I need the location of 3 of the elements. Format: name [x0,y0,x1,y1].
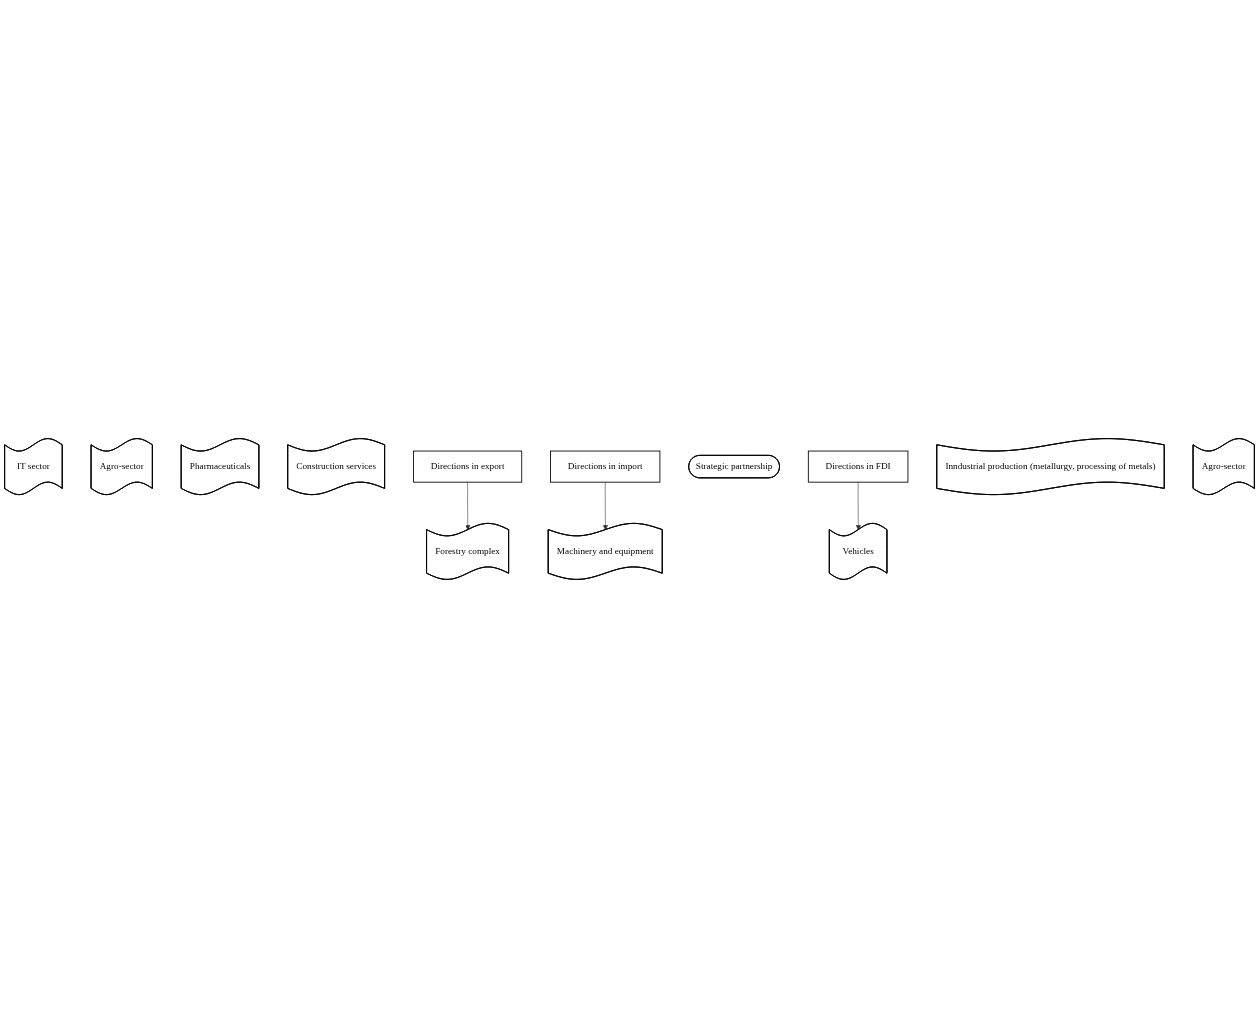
node-box: Directions in export [413,450,523,483]
node-box: Directions in import [550,450,661,483]
node-box: Directions in FDI [807,450,909,483]
